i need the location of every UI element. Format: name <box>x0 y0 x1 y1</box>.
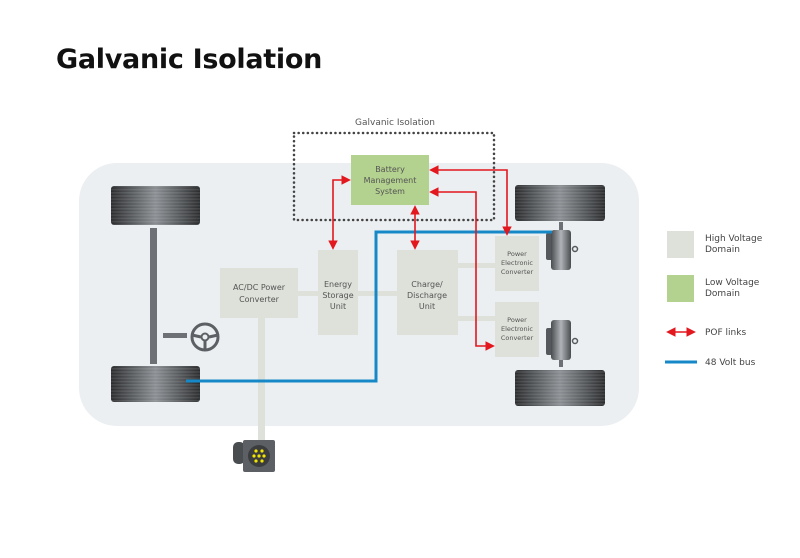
page-title: Galvanic Isolation <box>56 44 323 75</box>
motor-icon-top <box>546 222 579 270</box>
legend-swatch-high-voltage <box>667 231 694 258</box>
energy-label-1: Energy <box>324 280 352 289</box>
charge-label-1: Charge/ <box>411 280 443 289</box>
pec-top-label-2: Electronic <box>501 259 533 267</box>
pof-bms-energy <box>328 175 351 250</box>
acdc-converter-box: AC/DC Power Converter <box>220 268 298 318</box>
power-electronic-converter-bottom: Power Electronic Converter <box>495 302 539 357</box>
charging-socket-icon <box>233 440 275 472</box>
legend-high-voltage-2: Domain <box>705 245 740 255</box>
legend-swatch-low-voltage <box>667 275 694 302</box>
legend-low-voltage-2: Domain <box>705 289 740 299</box>
energy-label-2: Storage <box>322 291 353 300</box>
legend-low-voltage-1: Low Voltage <box>705 278 760 288</box>
bms-box: Battery Management System <box>351 155 429 205</box>
isolation-label: Galvanic Isolation <box>355 118 435 128</box>
pec-bottom-label-2: Electronic <box>501 325 533 333</box>
tire-front-left <box>111 186 200 225</box>
bms-label-2: Management <box>364 176 417 185</box>
energy-storage-box: Energy Storage Unit <box>318 250 358 335</box>
power-electronic-converter-top: Power Electronic Converter <box>495 236 539 291</box>
bms-label-3: System <box>375 187 405 196</box>
legend-pof-label: POF links <box>705 328 746 338</box>
legend: High Voltage Domain Low Voltage Domain P… <box>665 231 763 368</box>
pof-links <box>328 165 512 351</box>
steering-column <box>163 333 187 338</box>
pof-bms-pec-bottom <box>429 187 495 351</box>
charge-label-3: Unit <box>419 302 435 311</box>
pec-top-label-3: Converter <box>501 268 534 276</box>
charge-label-2: Discharge <box>407 291 447 300</box>
acdc-label-1: AC/DC Power <box>233 283 286 292</box>
legend-high-voltage-1: High Voltage <box>705 234 763 244</box>
pec-bottom-label-1: Power <box>507 316 527 324</box>
legend-bus-label: 48 Volt bus <box>705 358 756 368</box>
steering-wheel-icon <box>190 322 220 352</box>
bms-label-1: Battery <box>375 165 405 174</box>
charge-discharge-box: Charge/ Discharge Unit <box>397 250 458 335</box>
acdc-label-2: Converter <box>239 295 280 304</box>
motor-icon-bottom <box>546 320 579 367</box>
tire-rear-right <box>515 370 605 406</box>
tire-rear-left <box>111 366 200 402</box>
energy-label-3: Unit <box>330 302 346 311</box>
pec-top-label-1: Power <box>507 250 527 258</box>
pec-bottom-label-3: Converter <box>501 334 534 342</box>
tire-front-right <box>515 185 605 221</box>
front-axle <box>150 228 157 364</box>
pof-bms-pec-top <box>429 165 512 236</box>
